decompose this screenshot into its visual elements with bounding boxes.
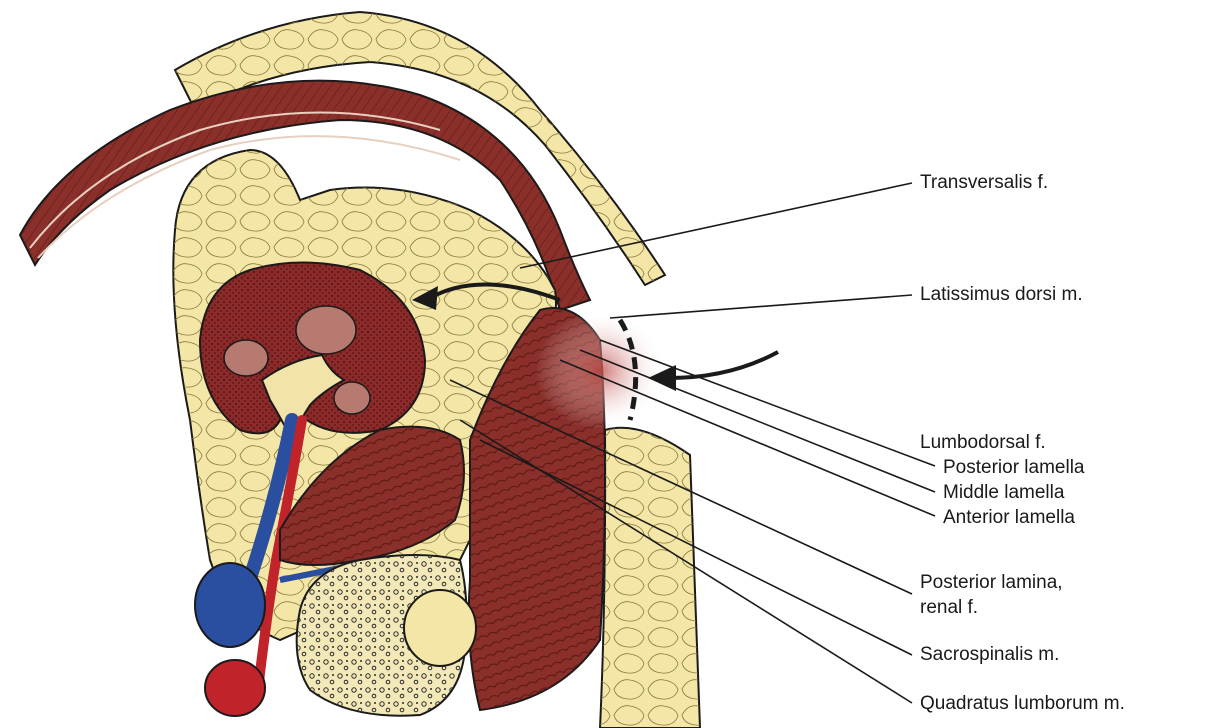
leader-latissimus xyxy=(609,294,913,319)
label-posterior-lamella: Posterior lamella xyxy=(943,457,1085,478)
vertebra xyxy=(295,554,477,717)
abdominal-wall-muscles xyxy=(18,79,592,312)
dashed-incision-line xyxy=(617,318,639,421)
kidney xyxy=(198,261,427,443)
leader-lines xyxy=(449,182,936,704)
leader-transversalis xyxy=(519,182,913,269)
approach-arrow-icon xyxy=(648,350,779,391)
back-subcutaneous-fat xyxy=(598,426,702,728)
leader-anterior-lamella xyxy=(559,359,936,517)
inferior-vena-cava xyxy=(194,562,266,648)
aorta xyxy=(204,659,266,717)
leader-posterior-lamina xyxy=(449,379,913,595)
label-middle-lamella: Middle lamella xyxy=(943,482,1065,503)
label-sacrospinalis: Sacrospinalis m. xyxy=(920,644,1060,665)
label-latissimus-dorsi: Latissimus dorsi m. xyxy=(920,284,1083,305)
lumbar-triangle-stain xyxy=(535,310,665,430)
label-transversalis: Transversalis f. xyxy=(920,172,1049,193)
renal-pyramid xyxy=(223,339,269,377)
spinal-canal xyxy=(403,589,477,667)
label-posterior-lamina: Posterior lamina, xyxy=(920,572,1063,593)
quadratus-lumborum-muscle xyxy=(279,425,465,566)
label-anterior-lamella: Anterior lamella xyxy=(943,507,1075,528)
renal-pyramid xyxy=(333,381,371,415)
leader-sacrospinalis xyxy=(479,439,913,656)
subcutaneous-fat-top xyxy=(173,10,667,287)
label-lumbodorsal: Lumbodorsal f. xyxy=(920,432,1046,453)
leader-quadratus xyxy=(459,419,913,704)
leader-middle-lamella xyxy=(579,349,936,493)
curved-arrow-icon xyxy=(412,282,561,310)
renal-pyramid xyxy=(295,305,357,355)
label-quadratus-lumborum: Quadratus lumborum m. xyxy=(920,693,1125,714)
label-renal-fascia: renal f. xyxy=(920,597,979,618)
leader-posterior-lamella xyxy=(599,339,936,467)
